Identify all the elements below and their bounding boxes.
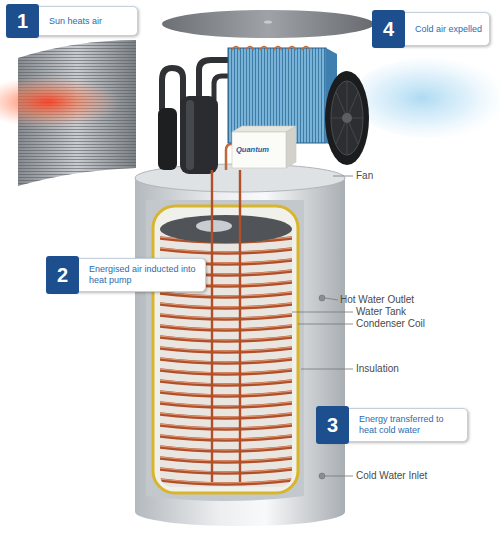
- callout-number: 3: [316, 406, 349, 444]
- fan-blades: [331, 81, 363, 155]
- brand-logo: Quantum: [236, 145, 269, 154]
- controller-top: [232, 126, 296, 132]
- callout-text: Energised air inducted into heat pump: [89, 264, 199, 286]
- tank-port: [196, 220, 232, 232]
- compressor: [180, 96, 218, 174]
- callout-text: Sun heats air: [49, 16, 102, 27]
- part-label: Fan: [356, 170, 373, 182]
- cutaway-opening: [146, 200, 304, 501]
- insulation-layer: [153, 206, 298, 493]
- fan-hub: [342, 113, 352, 123]
- leader-line: [325, 476, 353, 477]
- callout-text: Cold air expelled: [415, 24, 482, 35]
- fan-grill: [331, 81, 363, 155]
- callout-number: 4: [372, 10, 405, 48]
- warm-air-glow: [0, 76, 120, 128]
- tank-top: [160, 215, 292, 243]
- part-label: Cold Water Inlet: [356, 470, 427, 482]
- evaporator-coil: [228, 48, 326, 143]
- leader-line: [292, 312, 353, 313]
- part-label: Hot Water Outlet: [340, 294, 414, 306]
- coil-riser: [239, 170, 241, 482]
- callout-box: 1 Sun heats air: [8, 6, 138, 36]
- compressor-highlight: [186, 100, 194, 170]
- leader-line: [325, 298, 338, 300]
- leader-line: [298, 324, 353, 325]
- copper-pipe: [226, 144, 232, 170]
- controller-box: [232, 132, 286, 168]
- callout-number: 2: [46, 256, 79, 294]
- lid-boss: [264, 20, 272, 23]
- leader-line: [301, 369, 353, 370]
- coil-hairpins: [232, 47, 310, 51]
- callout-box: 2 Energised air inducted into heat pump: [48, 258, 206, 292]
- fan-housing: [325, 71, 369, 165]
- hot-outlet-fitting: [319, 295, 325, 301]
- accumulator: [158, 108, 177, 170]
- coil-riser: [211, 170, 213, 482]
- part-label: Water Tank: [356, 306, 406, 318]
- leader-line: [333, 176, 353, 177]
- callout-text: Energy transferred to heat cold water: [359, 414, 461, 436]
- top-lid: [162, 10, 374, 38]
- cold-inlet-fitting: [319, 473, 325, 479]
- callout-number: 1: [6, 4, 39, 38]
- controller-side: [286, 126, 296, 168]
- cold-air-glow: [352, 58, 500, 138]
- part-label: Insulation: [356, 363, 399, 375]
- callout-box: 4 Cold air expelled: [374, 12, 490, 46]
- part-label: Condenser Coil: [356, 318, 425, 330]
- callout-box: 3 Energy transferred to heat cold water: [318, 408, 468, 442]
